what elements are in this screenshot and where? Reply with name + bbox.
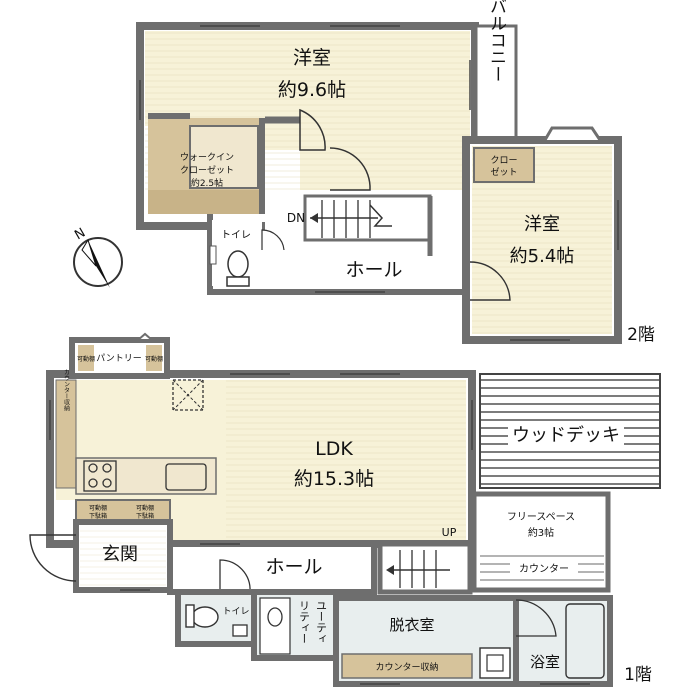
wic-label-1: ウォークイン bbox=[180, 152, 234, 163]
shoe-shelf-right-label-2: 下駄箱 bbox=[136, 512, 154, 520]
entrance-label: 玄関 bbox=[102, 544, 138, 565]
closet-2f-label-2: ゼット bbox=[490, 166, 517, 178]
hall-1f-label: ホール bbox=[265, 556, 322, 578]
compass bbox=[73, 237, 123, 288]
closet-2f bbox=[473, 147, 535, 183]
toilet-2f bbox=[209, 220, 285, 287]
door-swing bbox=[299, 108, 326, 151]
ldk-size: 約15.3帖 bbox=[294, 468, 374, 490]
stairs-1f bbox=[377, 541, 473, 595]
movable-shelf-right-label: 可動棚 bbox=[145, 355, 163, 363]
utility-label-col1: ユーティ bbox=[315, 600, 328, 644]
bathroom-label: 浴室 bbox=[530, 653, 560, 671]
counter-storage-vertical-label: カウンター収納 bbox=[63, 369, 70, 412]
movable-shelf-left-label: 可動棚 bbox=[77, 355, 95, 363]
floor-2 bbox=[136, 22, 622, 344]
floor-2-label: 2階 bbox=[627, 325, 655, 345]
utility-room bbox=[251, 589, 339, 661]
wic-label-2: クローゼット bbox=[180, 164, 234, 176]
balcony bbox=[474, 24, 518, 146]
counter-label: カウンター bbox=[519, 563, 569, 575]
closet-2f-label-1: クロー bbox=[490, 155, 517, 166]
shoe-shelf-left-label-1: 可動棚 bbox=[89, 504, 107, 512]
wic-label-3: 約2.5帖 bbox=[191, 177, 223, 189]
western-room-2-name: 洋室 bbox=[524, 214, 560, 235]
counter-storage-label: カウンター収納 bbox=[375, 661, 438, 673]
floor-1-label: 1階 bbox=[624, 665, 652, 685]
western-room-2-size: 約5.4帖 bbox=[510, 246, 575, 267]
dressing-room-label: 脱衣室 bbox=[389, 616, 434, 634]
ldk-name: LDK bbox=[315, 438, 353, 460]
shoe-shelf-right-label-1: 可動棚 bbox=[136, 504, 154, 512]
shoe-shelf-left-label-2: 下駄箱 bbox=[89, 512, 107, 520]
floor-1 bbox=[29, 332, 661, 687]
stairs-2f bbox=[303, 194, 432, 242]
stairs-2f-dn-label: DN bbox=[287, 211, 305, 225]
stairs-1f-up-label: UP bbox=[442, 526, 457, 539]
toilet-1f-label: トイレ bbox=[222, 607, 249, 617]
western-room-1-name: 洋室 bbox=[293, 47, 331, 69]
toilet-2f-label: トイレ bbox=[221, 230, 251, 241]
balcony-label: バルコニー bbox=[486, 0, 506, 83]
toilet-1f bbox=[175, 589, 257, 647]
hall-2f-label: ホール bbox=[345, 259, 402, 281]
pantry-label: パントリー bbox=[96, 353, 141, 364]
free-space-name: フリースペース bbox=[507, 512, 575, 523]
wood-deck-label: ウッドデッキ bbox=[512, 425, 620, 446]
free-space-size: 約3帖 bbox=[528, 526, 554, 539]
western-room-1-size: 約9.6帖 bbox=[278, 79, 346, 101]
utility-label-col2: リティー bbox=[298, 600, 311, 644]
